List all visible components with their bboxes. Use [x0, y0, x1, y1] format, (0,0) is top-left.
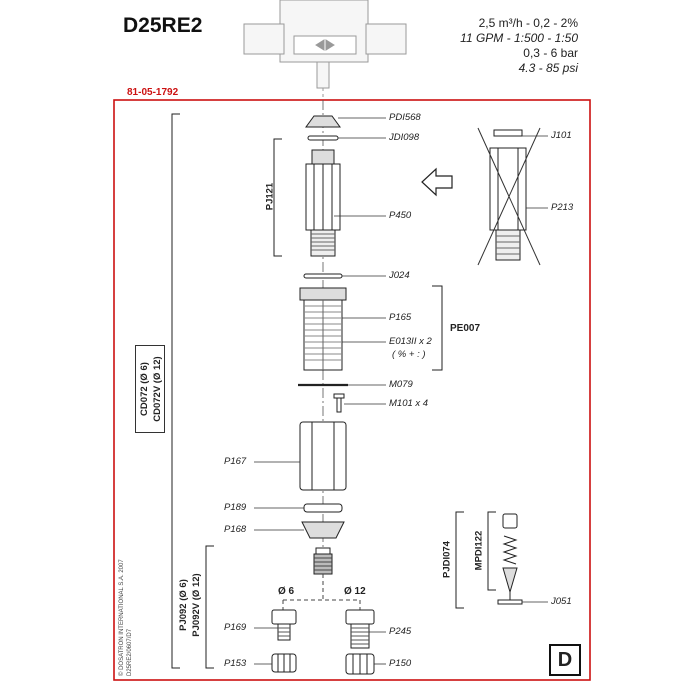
label-d12: Ø 12 [344, 586, 366, 597]
part-jdi098 [307, 135, 339, 141]
group-cd072v: CD072V (Ø 12) [152, 356, 163, 422]
document-code: D25RE2/0607/D7 [127, 628, 133, 676]
part-p169 [271, 609, 297, 641]
label-d6: Ø 6 [278, 586, 295, 597]
group-pe007: PE007 [450, 323, 481, 334]
part-p153 [271, 653, 297, 673]
copyright-text: © DOSATRON INTERNATIONAL S.A. 2007 [119, 559, 125, 676]
label-pdi568: PDI568 [389, 112, 421, 123]
label-e013: E013II x 2 [389, 336, 432, 347]
part-m101 [333, 393, 345, 413]
frame [113, 99, 591, 681]
label-p189: P189 [224, 502, 247, 513]
label-p450: P450 [389, 210, 412, 221]
label-p153: P153 [224, 658, 247, 669]
label-p150: P150 [389, 658, 412, 669]
label-m079: M079 [389, 379, 413, 390]
branch-lines [282, 574, 361, 612]
group-pj092: PJ092 (Ø 6) [178, 579, 189, 631]
injector-detail [497, 513, 523, 605]
pump-body [243, 0, 407, 100]
group-cd072-box: CD072 (Ø 6) CD072V (Ø 12) [135, 345, 165, 433]
label-p245: P245 [389, 626, 412, 637]
label-m101: M101 x 4 [389, 398, 429, 409]
label-j051: J051 [551, 596, 572, 607]
section-badge: D [549, 644, 581, 676]
model-title: D25RE2 [123, 14, 203, 37]
part-p165 [299, 287, 347, 371]
spec-psi: 4.3 - 85 psi [518, 61, 578, 75]
spec-bar: 0,3 - 6 bar [523, 46, 578, 60]
part-p150 [345, 653, 375, 675]
group-mpdi122: MPDI122 [473, 530, 485, 571]
reference-number: 81-05-1792 [127, 87, 179, 98]
group-pj121: PJ121 [264, 182, 276, 211]
label-j024: J024 [389, 270, 410, 281]
part-p167 [299, 421, 347, 491]
label-p213: P213 [551, 202, 574, 213]
label-p165: P165 [389, 312, 412, 323]
group-cd072: CD072 (Ø 6) [139, 362, 150, 416]
spec-flow: 2,5 m³/h - 0,2 - 2% [478, 16, 578, 30]
leader-lines [254, 117, 548, 665]
group-pjdi074: PJDI074 [441, 541, 453, 578]
label-e013-sub: ( % + : ) [392, 349, 426, 360]
group-pj092v: PJ092V (Ø 12) [191, 573, 202, 637]
part-pdi568 [305, 115, 341, 128]
label-p169: P169 [224, 622, 247, 633]
part-p213 [477, 127, 541, 266]
part-j024 [303, 273, 343, 279]
label-p167: P167 [224, 456, 247, 467]
group-pj092-block: PJ092 (Ø 6) PJ092V (Ø 12) [177, 555, 203, 655]
label-j101: J101 [551, 130, 572, 141]
part-p168 [301, 521, 345, 539]
part-p450 [305, 149, 341, 257]
arrow-icon [421, 167, 453, 197]
spec-gpm: 11 GPM - 1:500 - 1:50 [460, 31, 578, 45]
connector [313, 547, 333, 575]
part-p189 [303, 503, 343, 513]
label-p168: P168 [224, 524, 247, 535]
part-p245 [345, 609, 375, 649]
label-jdi098: JDI098 [389, 132, 420, 143]
